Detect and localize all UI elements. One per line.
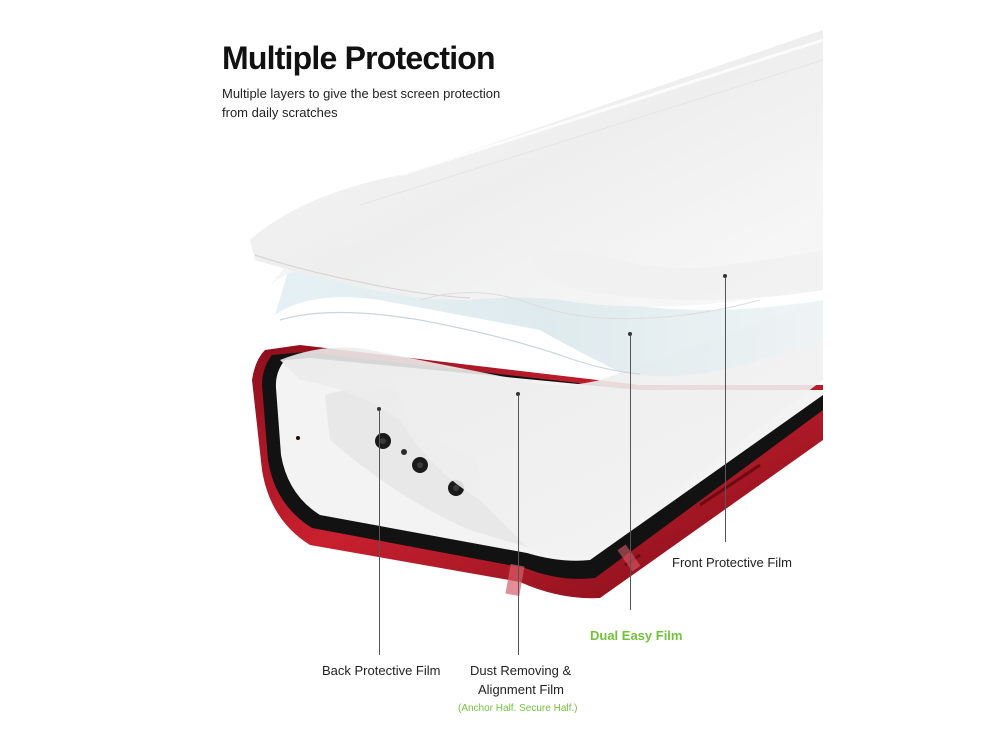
page-subtitle: Multiple layers to give the best screen … <box>222 86 501 120</box>
front-protective-film <box>250 30 823 307</box>
front-film-leader <box>725 277 726 542</box>
back-film-marker <box>377 407 381 411</box>
peel-curl <box>530 250 823 300</box>
dual-film-marker <box>628 332 632 336</box>
dual-film-leader <box>630 335 631 610</box>
dust-film-leader <box>518 395 519 655</box>
dust-film-marker <box>516 392 520 396</box>
front-film-marker <box>723 274 727 278</box>
label-dust-removing-note: (Anchor Half. Secure Half.) <box>458 703 578 714</box>
page-title: Multiple Protection <box>222 40 496 76</box>
label-front-protective-film: Front Protective Film <box>672 555 792 570</box>
back-film-leader <box>379 410 380 655</box>
label-dual-easy-film: Dual Easy Film <box>590 628 683 643</box>
label-back-protective-film: Back Protective Film <box>322 663 441 678</box>
back-film <box>325 388 530 548</box>
label-dust-removing-line2: Alignment Film <box>478 682 564 697</box>
label-dust-removing-line1: Dust Removing & <box>470 663 572 678</box>
